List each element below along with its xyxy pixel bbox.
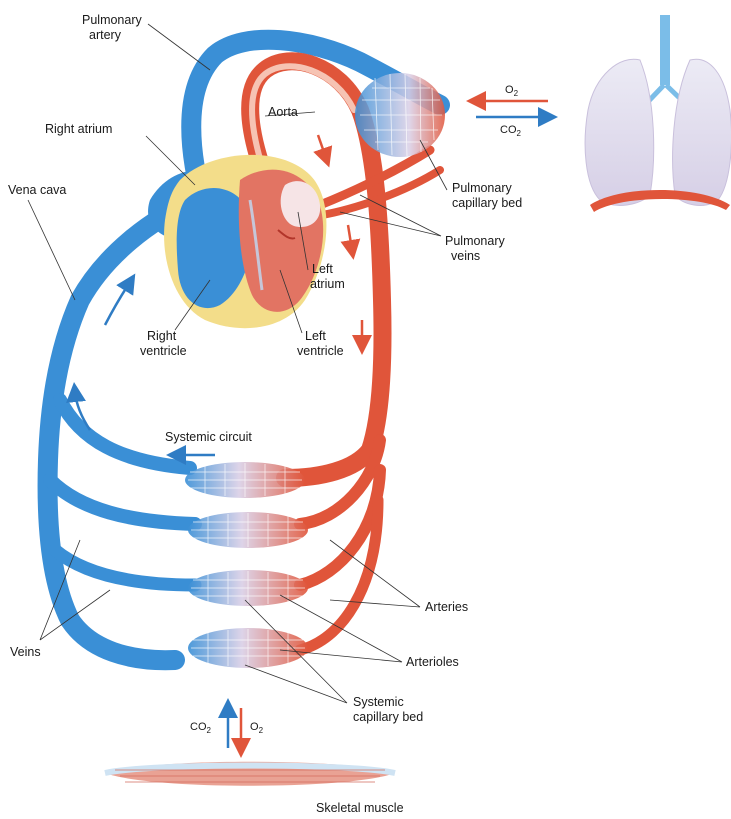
label-right-ventricle-1: Right (147, 329, 177, 343)
label-pulmonary-capillary-bed-2: capillary bed (452, 196, 522, 210)
aorta-flow-arrow-2 (348, 225, 352, 250)
lungs (585, 15, 731, 212)
label-arterioles: Arterioles (406, 655, 459, 669)
lung-o2-label: O2 (505, 84, 519, 98)
muscle-o2-label: O2 (250, 721, 264, 735)
lung-left (585, 59, 654, 205)
label-systemic-capillary-bed-1: Systemic (353, 695, 404, 709)
label-pulmonary-artery-1: Pulmonary (82, 13, 142, 27)
label-vena-cava: Vena cava (8, 183, 66, 197)
label-skeletal-muscle: Skeletal muscle (316, 801, 404, 815)
label-right-atrium: Right atrium (45, 122, 112, 136)
leader-vena-cava (28, 200, 75, 300)
pulmonary-capillary-bed (355, 73, 445, 157)
capillary-bed-1 (185, 462, 305, 498)
label-pulmonary-veins-1: Pulmonary (445, 234, 505, 248)
label-right-ventricle-2: ventricle (140, 344, 187, 358)
muscle-co2-label: CO2 (190, 721, 212, 735)
lung-right (673, 59, 731, 205)
label-arteries: Arteries (425, 600, 468, 614)
capillary-bed-2 (188, 512, 308, 548)
label-systemic-circuit: Systemic circuit (165, 430, 252, 444)
labels: Pulmonary artery Right atrium Aorta Vena… (8, 13, 522, 815)
label-pulmonary-veins-2: veins (451, 249, 480, 263)
skeletal-muscle: CO2 O2 (105, 708, 395, 786)
lung-gas-exchange: O2 CO2 (476, 84, 548, 138)
vein-branch-2 (50, 480, 195, 524)
heart (164, 155, 326, 328)
label-systemic-capillary-bed-2: capillary bed (353, 710, 423, 724)
leader-pulmonary-veins (340, 195, 441, 236)
label-left-atrium-2: atrium (310, 277, 345, 291)
label-left-ventricle-2: ventricle (297, 344, 344, 358)
leader-arterioles (280, 595, 402, 662)
lung-co2-label: CO2 (500, 124, 522, 138)
trachea (660, 15, 670, 85)
label-pulmonary-capillary-bed-1: Pulmonary (452, 181, 512, 195)
label-pulmonary-artery-2: artery (89, 28, 122, 42)
capillary-bed-4 (188, 628, 308, 668)
leader-pulmonary-artery (148, 24, 210, 70)
label-veins: Veins (10, 645, 41, 659)
vein-flow-arrow-1 (105, 282, 130, 325)
label-aorta: Aorta (268, 105, 298, 119)
label-left-ventricle-1: Left (305, 329, 326, 343)
systemic-capillary-beds (185, 462, 308, 668)
label-left-atrium-1: Left (312, 262, 333, 276)
vein-branch-3 (55, 550, 195, 585)
aorta-flow-arrow-1 (318, 135, 326, 158)
